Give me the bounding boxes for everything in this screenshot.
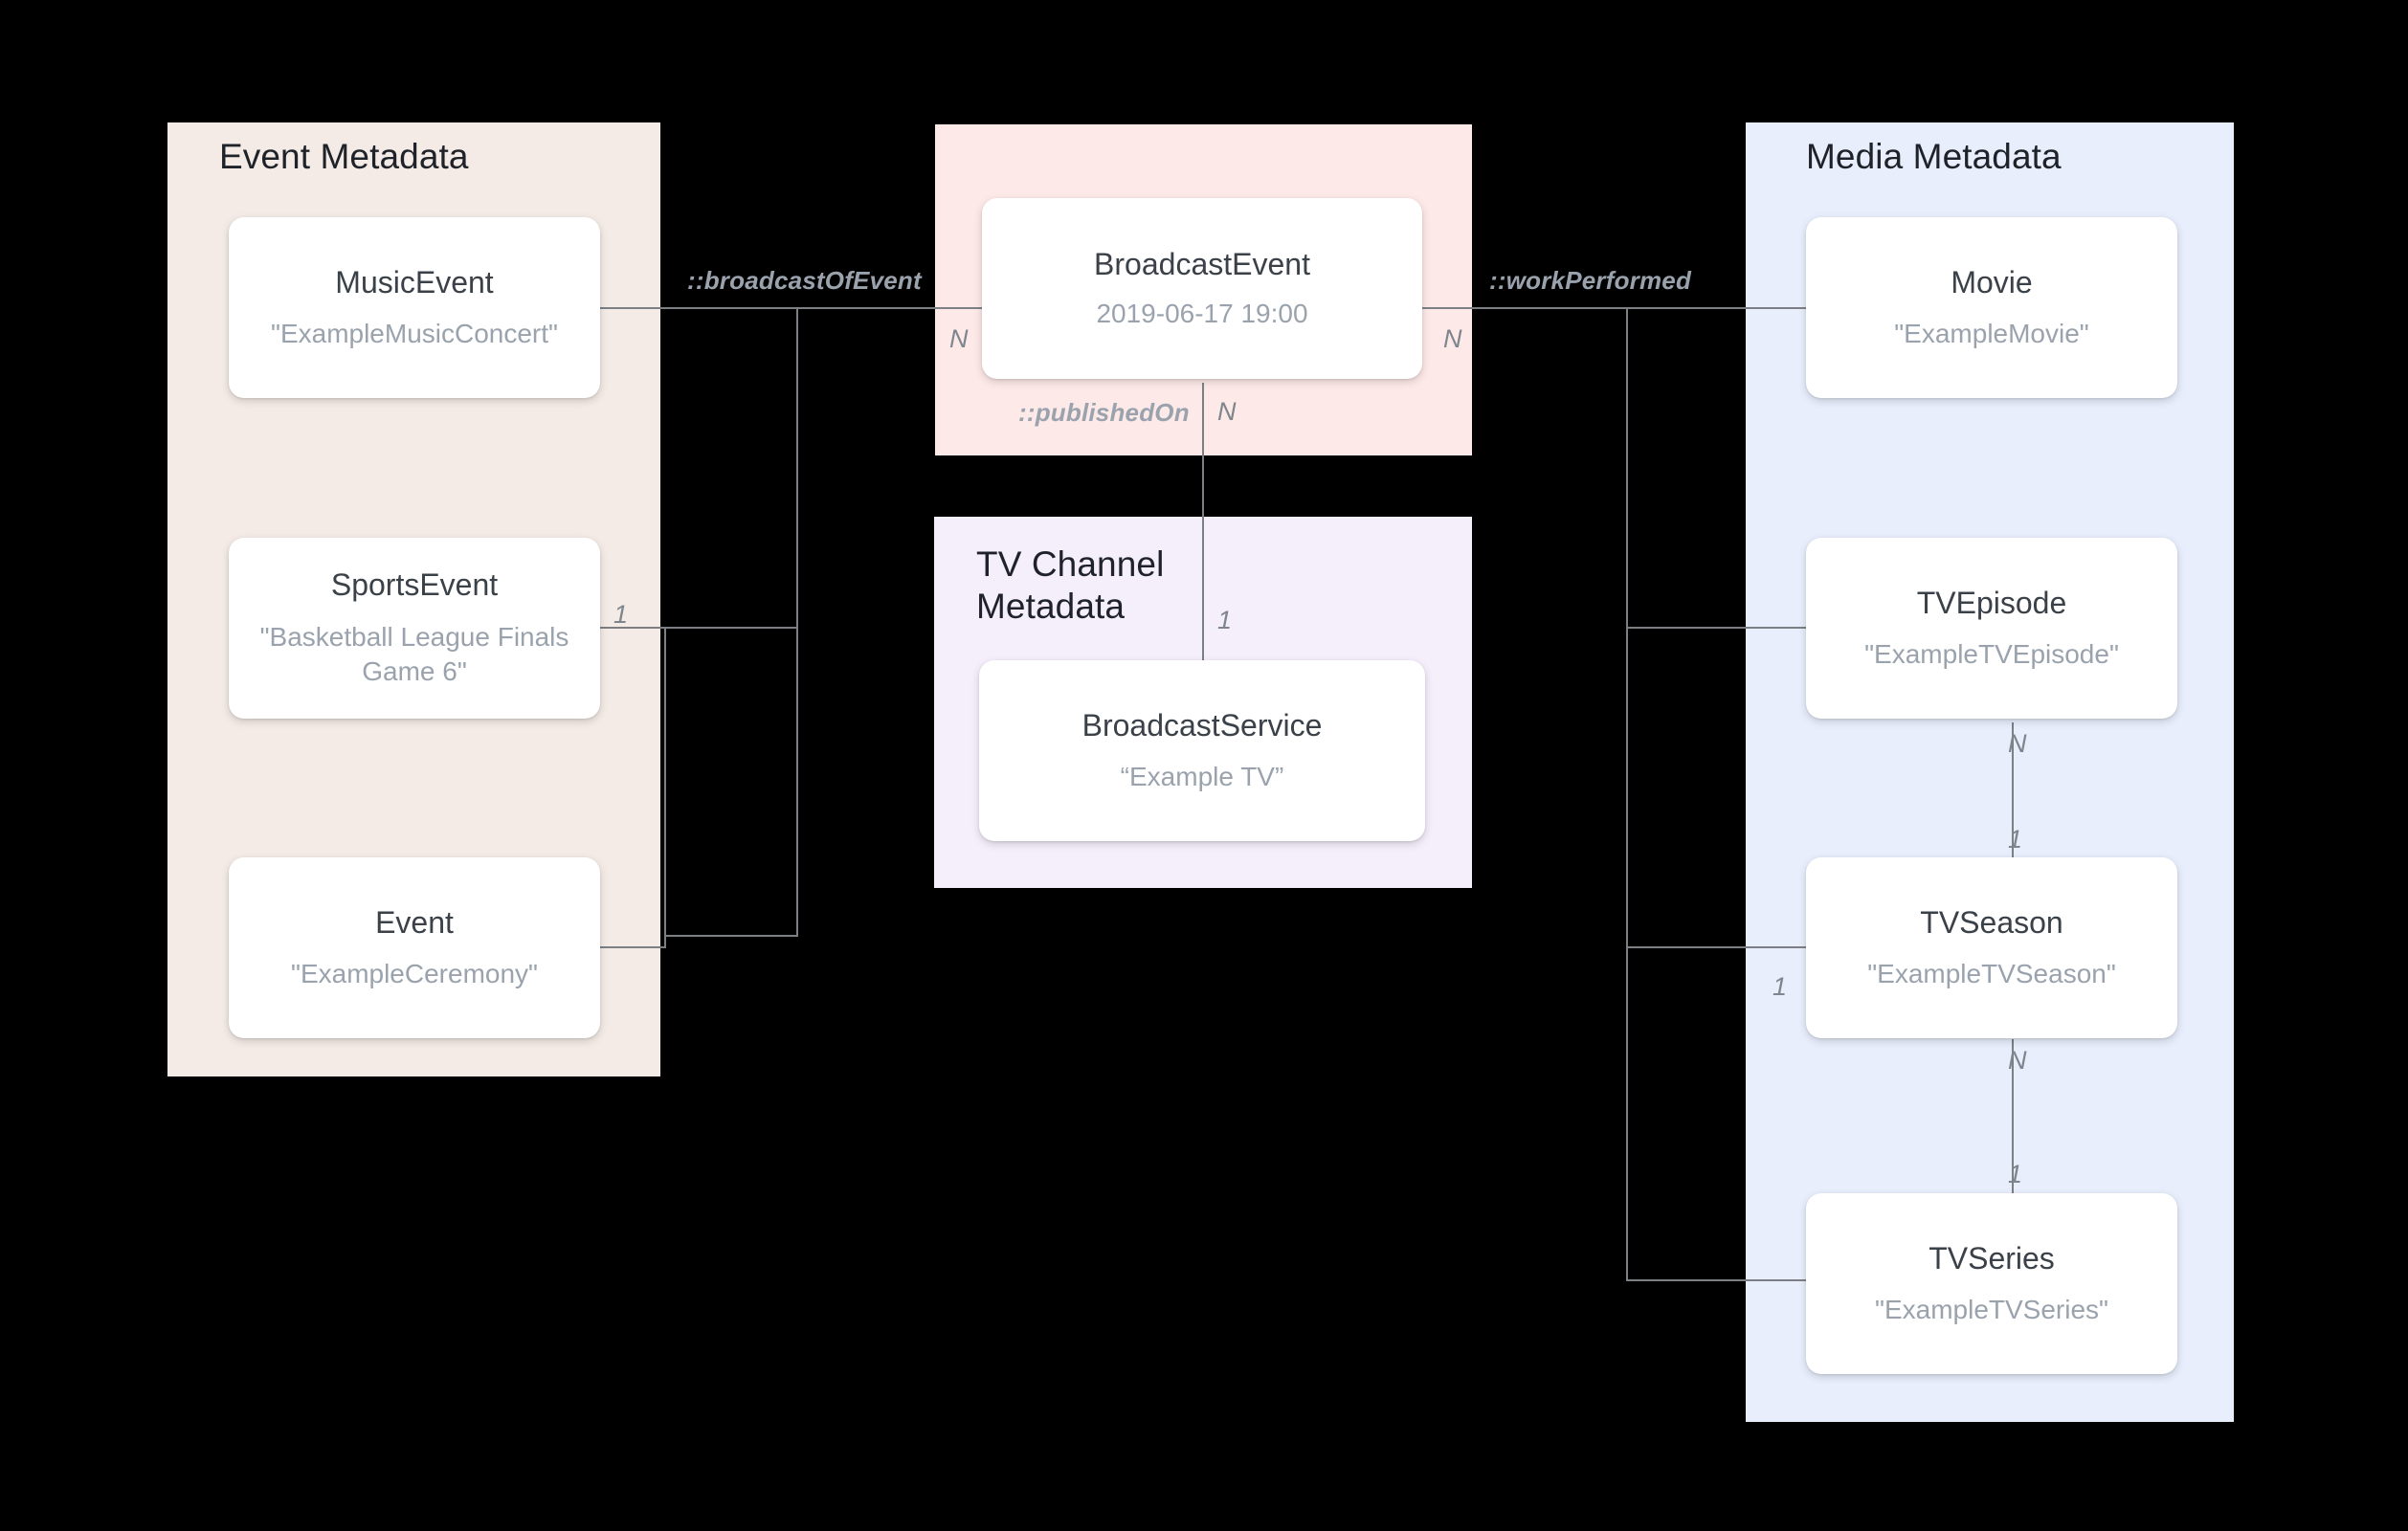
connector-sports-event-horizontal [599,627,665,629]
cardinality-series-1: 1 [2008,1160,2023,1188]
entity-value-sports-event: "Basketball League Finals Game 6" [259,621,569,687]
connector-music-event-horizontal [599,307,796,309]
group-title-event-metadata: Event Metadata [219,137,469,176]
connector-published-on-vertical [1202,383,1204,660]
cardinality-published-on-1: 1 [1217,606,1233,634]
cardinality-season-1: 1 [2008,825,2023,854]
entity-card-tv-episode[interactable]: TVEpisode "ExampleTVEpisode" [1806,538,2177,719]
entity-type-music-event: MusicEvent [335,264,494,300]
entity-value-broadcast-service: “Example TV” [1120,762,1284,791]
entity-value-music-event: "ExampleMusicConcert" [271,319,558,348]
entity-card-music-event[interactable]: MusicEvent "ExampleMusicConcert" [229,217,600,398]
connector-event-horizontal [599,946,665,948]
connector-event-vertical-riser [796,307,798,935]
entity-type-tv-series: TVSeries [1929,1240,2055,1276]
connector-tv-episode-horizontal [1626,627,1806,629]
connector-broadcast-of-event-main [796,307,988,309]
connector-tv-season-horizontal [1626,946,1806,948]
cardinality-work-performed-n: N [1443,324,1462,353]
entity-type-movie: Movie [1951,264,2033,300]
entity-value-event: "ExampleCeremony" [291,959,538,988]
entity-type-event: Event [375,904,454,940]
entity-value-tv-episode: "ExampleTVEpisode" [1864,639,2119,669]
cardinality-broadcast-of-event-1: 1 [613,600,629,629]
cardinality-broadcast-of-event-n: N [949,324,969,353]
entity-type-sports-event: SportsEvent [330,567,499,603]
entity-value-tv-season: "ExampleTVSeason" [1867,959,2116,988]
connector-media-vertical-bus [1626,307,1628,1279]
relation-label-broadcast-of-event: ::broadcastOfEvent [687,266,922,295]
connector-season-series-vertical [2012,1039,2014,1223]
entity-card-broadcast-service[interactable]: BroadcastService “Example TV” [979,660,1425,841]
cardinality-season-n: N [2008,1046,2027,1075]
entity-value-tv-series: "ExampleTVSeries" [1875,1295,2108,1324]
entity-card-event[interactable]: Event "ExampleCeremony" [229,857,600,1038]
entity-card-tv-series[interactable]: TVSeries "ExampleTVSeries" [1806,1193,2177,1374]
entity-type-tv-episode: TVEpisode [1916,585,2067,620]
entity-value-broadcast-event: 2019-06-17 19:00 [1096,299,1308,328]
entity-card-tv-season[interactable]: TVSeason "ExampleTVSeason" [1806,857,2177,1038]
connector-work-performed-main [1420,307,1803,309]
connector-episode-season-vertical [2012,722,2014,904]
group-title-tv-channel-metadata: TV Channel Metadata [976,544,1177,627]
group-title-media-metadata: Media Metadata [1806,137,2062,176]
relation-label-published-on: ::publishedOn [1018,398,1190,427]
entity-card-sports-event[interactable]: SportsEvent "Basketball League Finals Ga… [229,538,600,719]
connector-event-bus-bottom [664,935,798,937]
entity-card-broadcast-event[interactable]: BroadcastEvent 2019-06-17 19:00 [982,198,1422,379]
cardinality-episode-n: N [2008,729,2027,758]
group-title-tv-channel-line2: Metadata [976,586,1126,626]
entity-value-movie: "ExampleMovie" [1894,319,2089,348]
entity-type-tv-season: TVSeason [1920,904,2063,940]
connector-movie-horizontal [1626,307,1806,309]
connector-event-vertical-bus [664,627,666,948]
connector-tv-series-horizontal [1626,1279,1806,1281]
cardinality-media-left-1: 1 [1773,972,1788,1001]
relation-label-work-performed: ::workPerformed [1489,266,1692,295]
connector-event-bus-top [664,627,798,629]
group-title-tv-channel-line1: TV Channel [976,544,1165,584]
entity-type-broadcast-service: BroadcastService [1081,707,1323,743]
entity-card-movie[interactable]: Movie "ExampleMovie" [1806,217,2177,398]
entity-type-broadcast-event: BroadcastEvent [1094,246,1310,281]
cardinality-published-on-n: N [1217,397,1237,426]
